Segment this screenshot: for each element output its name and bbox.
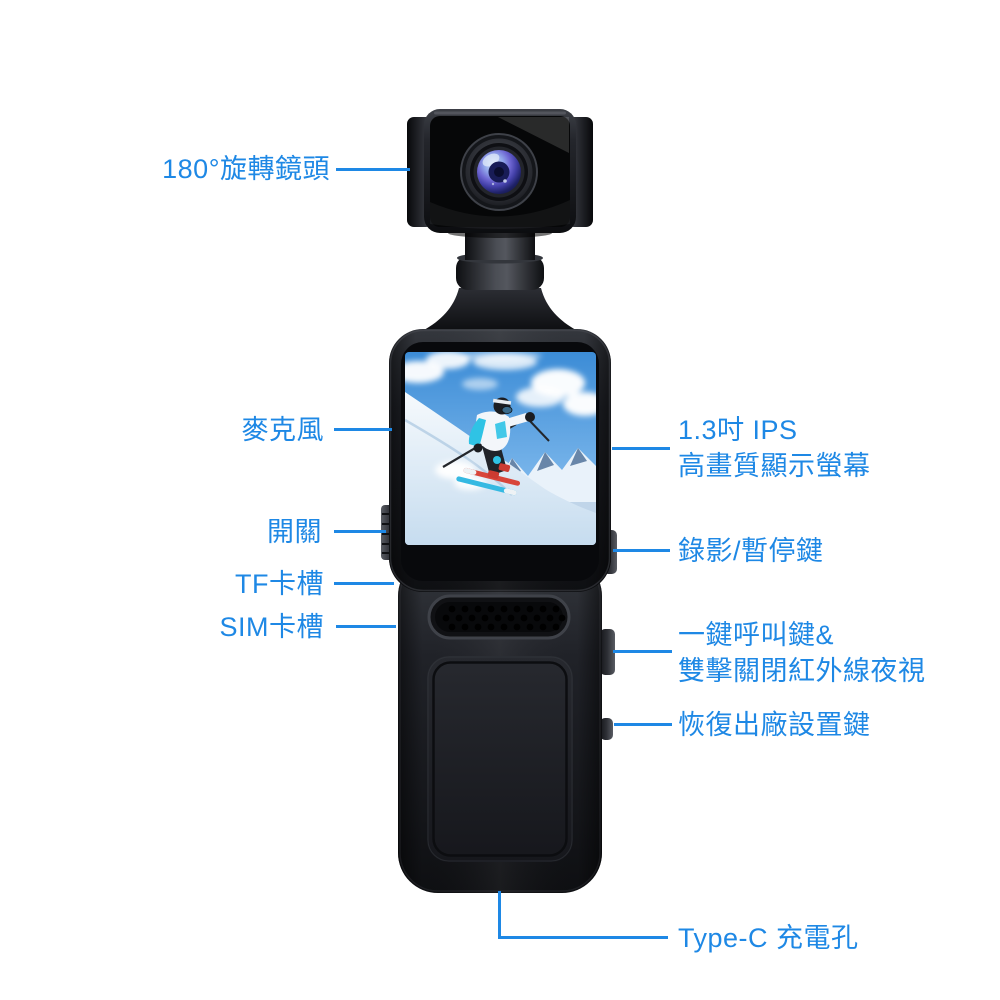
leader-line-typec-vertical [498, 891, 501, 939]
call-button [600, 629, 615, 675]
speaker-grille [427, 594, 571, 640]
screen-module [389, 329, 611, 592]
label-call-button: 一鍵呼叫鍵& 雙擊關閉紅外線夜視 [678, 617, 926, 689]
leader-line-power [334, 530, 386, 533]
label-call-button-line1: 一鍵呼叫鍵& [678, 620, 835, 650]
label-reset-button-text: 恢復出廠設置鍵 [678, 710, 871, 740]
gimbal-neck [424, 228, 576, 330]
leader-line-typec [498, 936, 668, 939]
label-typec-port-text: Type-C 充電孔 [678, 923, 859, 953]
leader-line-record [613, 549, 670, 552]
clouds [405, 352, 596, 416]
reset-button [600, 718, 613, 740]
leader-line-lens [336, 168, 410, 171]
label-rotating-lens: 180°旋轉鏡頭 [60, 152, 330, 186]
leader-line-call [613, 650, 672, 653]
label-display-line2: 高畫質顯示螢幕 [678, 451, 871, 481]
label-record-button: 錄影/暫停鍵 [678, 534, 824, 568]
label-tf-slot: TF卡槽 [124, 567, 324, 601]
leader-line-reset [614, 723, 672, 726]
label-tf-slot-text: TF卡槽 [235, 569, 324, 599]
front-panel [427, 656, 573, 862]
display-screen [405, 352, 596, 545]
label-display-line1: 1.3吋 IPS [678, 415, 798, 445]
camera-lens [460, 133, 538, 211]
leader-line-sim [336, 625, 396, 628]
label-sim-slot: SIM卡槽 [104, 610, 324, 644]
label-rotating-lens-text: 180°旋轉鏡頭 [162, 154, 330, 184]
skier [442, 397, 550, 496]
label-reset-button: 恢復出廠設置鍵 [678, 708, 871, 742]
label-display: 1.3吋 IPS 高畫質顯示螢幕 [678, 412, 871, 484]
label-power-switch: 開關 [142, 515, 322, 549]
label-microphone-text: 麥克風 [241, 415, 324, 445]
camera-head [407, 109, 593, 233]
label-microphone: 麥克風 [124, 413, 324, 447]
leader-line-screen [612, 447, 670, 450]
label-typec-port: Type-C 充電孔 [678, 921, 859, 955]
label-call-button-line2: 雙擊關閉紅外線夜視 [678, 656, 926, 686]
label-sim-slot-text: SIM卡槽 [219, 612, 324, 642]
leader-line-tf [334, 582, 394, 585]
label-power-switch-text: 開關 [267, 517, 322, 547]
label-record-button-text: 錄影/暫停鍵 [678, 536, 824, 566]
leader-line-mic [334, 428, 392, 431]
